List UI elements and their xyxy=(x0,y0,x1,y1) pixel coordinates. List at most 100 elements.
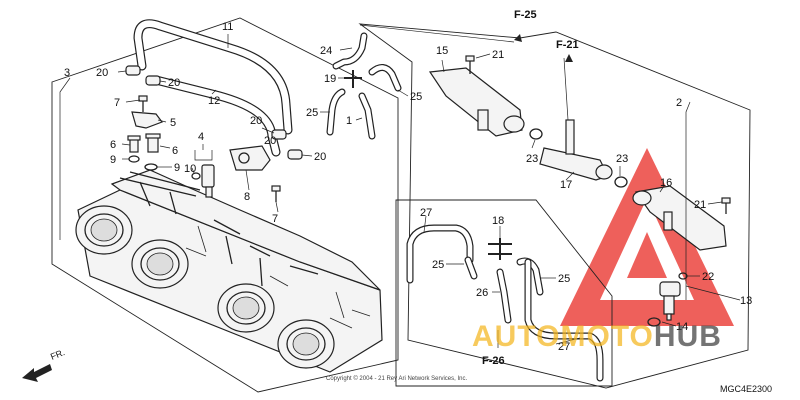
svg-text:AUTOMOTOHUB: AUTOMOTOHUB xyxy=(472,320,722,353)
watermark-triangle-core xyxy=(627,232,667,278)
throttle-bore-3 xyxy=(217,283,275,333)
watermark-auto: AUTO xyxy=(472,320,560,353)
callout-9-a: 9 xyxy=(110,154,116,166)
clamp-20-b xyxy=(145,75,161,86)
callout-21-a: 21 xyxy=(492,49,504,61)
injector-13 xyxy=(659,281,681,321)
callout-1: 1 xyxy=(346,115,352,127)
ref-f26: F-26 xyxy=(482,355,505,367)
callout-17: 17 xyxy=(560,179,572,191)
watermark xyxy=(560,148,734,326)
callout-25-d: 25 xyxy=(558,273,570,285)
ref-f25: F-25 xyxy=(514,9,537,21)
seal-14 xyxy=(647,317,661,327)
hose-25-a xyxy=(326,88,346,136)
hose-27-b xyxy=(524,258,604,382)
oring-23-a xyxy=(529,128,543,140)
nipple-6-b xyxy=(145,133,161,153)
arrow-icon xyxy=(22,364,52,382)
frame-hose-kit xyxy=(395,199,613,387)
fuel-rail-16 xyxy=(632,185,727,251)
ref-f25-arrow xyxy=(514,34,522,42)
hose-25-b xyxy=(368,64,402,92)
callout-8: 8 xyxy=(244,191,250,203)
callouts: 3 11 20 20 12 7 5 20 6 6 4 20 20 9 9 10 … xyxy=(64,21,752,353)
throttle-body-top xyxy=(110,169,381,291)
fitting-17 xyxy=(539,119,613,181)
bolt-7-b xyxy=(271,185,281,202)
bracket-5 xyxy=(131,111,163,129)
hose-24 xyxy=(332,32,368,70)
hose-27-a xyxy=(406,224,474,284)
bolt-7-a xyxy=(138,95,148,112)
callout-25-b: 25 xyxy=(410,91,422,103)
hose-25-c xyxy=(464,256,478,280)
callout-11: 11 xyxy=(222,21,233,33)
callout-27-a: 27 xyxy=(420,207,432,219)
throttle-bore-4 xyxy=(277,319,335,369)
clamp-20-d xyxy=(287,149,303,160)
watermark-moto: MOTO xyxy=(560,320,653,353)
hose-26 xyxy=(496,268,512,324)
leader-lines xyxy=(59,24,741,348)
callout-26: 26 xyxy=(476,287,488,299)
assembly-frames xyxy=(51,17,751,393)
callout-21-b: 21 xyxy=(694,199,706,211)
callout-3: 3 xyxy=(64,67,70,79)
clamp-20-a xyxy=(125,65,141,76)
ref-f21: F-21 xyxy=(556,39,579,51)
hose-1 xyxy=(358,92,376,140)
callout-20-c: 20 xyxy=(250,115,262,127)
callout-27-b: 27 xyxy=(558,341,570,353)
callout-13: 13 xyxy=(740,295,752,307)
callout-6-a: 6 xyxy=(110,139,116,151)
callout-23-b: 23 xyxy=(616,153,628,165)
front-direction-arrow: FR. xyxy=(22,347,66,382)
sensor-4 xyxy=(194,150,215,198)
callout-16: 16 xyxy=(660,177,672,189)
callout-5: 5 xyxy=(170,117,176,129)
throttle-body-linkage xyxy=(119,171,319,287)
throttle-bore-1 xyxy=(75,205,133,255)
callout-22: 22 xyxy=(702,271,714,283)
oring-9-b xyxy=(144,163,158,171)
diagram-code: MGC4E2300 xyxy=(720,384,772,394)
reference-labels: F-25 F-21 F-26 xyxy=(482,9,579,367)
bolt-21-a xyxy=(465,55,475,74)
callout-14: 14 xyxy=(676,321,688,333)
fuel-rail-15 xyxy=(428,67,525,137)
throttle-body-details xyxy=(185,225,371,329)
frame-throttle-body-assy xyxy=(51,17,399,393)
throttle-bore-2 xyxy=(131,239,189,289)
hose-11 xyxy=(133,19,293,135)
callout-6-b: 6 xyxy=(172,145,178,157)
callout-23-a: 23 xyxy=(526,153,538,165)
ref-f21-arrow xyxy=(565,54,573,62)
callout-25-a: 25 xyxy=(306,107,318,119)
callout-20-b: 20 xyxy=(168,77,180,89)
callout-20-e: 20 xyxy=(314,151,326,163)
watermark-text: AUTOMOTOHUB xyxy=(472,320,722,353)
callout-20-d: 20 xyxy=(264,135,276,147)
direction-label: FR. xyxy=(49,347,66,362)
callout-12: 12 xyxy=(208,95,220,107)
callout-19: 19 xyxy=(324,73,336,85)
clamp-20-c xyxy=(271,129,287,140)
callout-7-b: 7 xyxy=(272,213,278,225)
callout-4: 4 xyxy=(198,131,204,143)
joint-18 xyxy=(488,238,512,260)
callout-2: 2 xyxy=(676,97,682,109)
callout-24: 24 xyxy=(320,45,332,57)
throttle-body xyxy=(75,169,383,373)
oring-9-a xyxy=(128,155,140,163)
callout-20-a: 20 xyxy=(96,67,108,79)
callout-25-c: 25 xyxy=(432,259,444,271)
watermark-hub: HUB xyxy=(654,320,722,353)
nipple-6-a xyxy=(127,135,141,153)
callout-18: 18 xyxy=(492,215,504,227)
sensor-8 xyxy=(229,145,271,171)
joint-19 xyxy=(344,70,362,88)
callout-7-a: 7 xyxy=(114,97,120,109)
frame-injector-assy xyxy=(358,23,751,389)
